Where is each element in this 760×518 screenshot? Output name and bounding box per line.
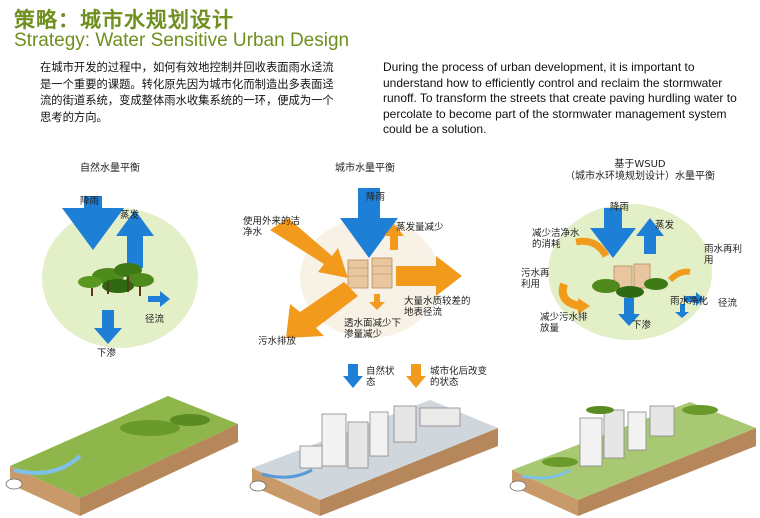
external-water-label: 使用外来的洁净水 — [243, 216, 301, 238]
urban-water-diagram — [270, 188, 462, 338]
rain-reuse-arrow — [667, 268, 691, 283]
urban-infiltration-arrow — [369, 294, 385, 310]
sewage-arrow — [286, 282, 358, 338]
runoff-arrow — [148, 291, 170, 307]
title-english: Strategy: Water Sensitive Urban Design — [14, 30, 350, 51]
surface-runoff-arrow — [396, 256, 462, 296]
wsud-rain-label: 降雨 — [610, 202, 630, 213]
natural-state-legend-arrow — [343, 364, 363, 388]
wsud-rain-arrow — [590, 208, 636, 258]
urban-terrain-block — [249, 400, 498, 516]
reduce-sewage-label: 减少污水排放量 — [540, 312, 588, 334]
evaporation-arrow — [116, 210, 154, 268]
terrain-illustrations — [5, 396, 756, 516]
wsud-evaporation-label: 蒸发 — [655, 220, 675, 231]
natural-infiltration-label: 下渗 — [97, 348, 117, 359]
urban-panel-title: 城市水量平衡 — [335, 163, 395, 174]
rain-purification-arrow — [675, 304, 689, 318]
wsud-panel-title-line2: （城市水环境规划设计）水量平衡 — [565, 171, 715, 182]
natural-panel-title: 自然水量平衡 — [80, 163, 140, 174]
tree-cluster — [78, 263, 154, 296]
natural-runoff-label: 径流 — [145, 314, 165, 325]
sewage-reuse-label: 污水再利用 — [521, 268, 550, 290]
improved-state-legend-arrow — [406, 364, 426, 388]
urban-evaporation-arrow — [384, 224, 404, 250]
wsud-infiltration-arrow — [618, 298, 640, 326]
intro-english: During the process of urban development,… — [383, 60, 737, 137]
natural-water-diagram — [42, 196, 198, 348]
evaporation-reduced-label: 蒸发量减少 — [396, 222, 444, 233]
infiltration-reduced-label: 透水面减少下渗量减少 — [344, 318, 402, 340]
rain-reuse-label: 雨水再利用 — [704, 244, 743, 266]
natural-evaporation-label: 蒸发 — [120, 210, 140, 221]
natural-state-legend-label: 自然状态 — [366, 366, 395, 388]
improved-state-legend-label: 城市化后改变的状态 — [430, 366, 488, 388]
intro-chinese: 在城市开发的过程中，如何有效地控制并回收表面雨水迳流是一个重要的课题。转化原先因… — [40, 61, 334, 124]
reduce-clean-water-label: 减少洁净水的消耗 — [532, 228, 580, 250]
urban-rain-arrow — [340, 188, 398, 258]
natural-rain-label: 降雨 — [80, 196, 100, 207]
reduce-clean-water-arrow — [575, 237, 610, 258]
wsud-building-cluster — [592, 263, 668, 298]
external-water-arrow — [270, 218, 348, 278]
sewage-label: 污水排放 — [258, 336, 297, 347]
wsud-evaporation-arrow — [636, 218, 664, 254]
building-cluster — [347, 257, 393, 289]
surface-runoff-label: 大量水质较差的地表径流 — [404, 296, 471, 318]
rain-purification-label: 雨水净化 — [670, 296, 709, 307]
wsud-infiltration-label: 下渗 — [632, 320, 652, 331]
rain-arrow — [62, 196, 124, 250]
wsud-water-diagram — [548, 204, 712, 340]
infiltration-arrow — [94, 310, 122, 344]
wsud-panel-title-line1: 基于WSUD — [614, 159, 666, 170]
wsud-runoff-arrow — [684, 292, 704, 306]
wsud-runoff-label: 径流 — [718, 298, 738, 309]
wsud-terrain-block — [509, 402, 756, 516]
urban-rain-label: 降雨 — [366, 192, 386, 203]
sewage-reuse-arrow — [558, 282, 581, 310]
natural-terrain-block — [5, 396, 238, 516]
title-chinese: 策略：城市水规划设计 — [14, 8, 234, 32]
